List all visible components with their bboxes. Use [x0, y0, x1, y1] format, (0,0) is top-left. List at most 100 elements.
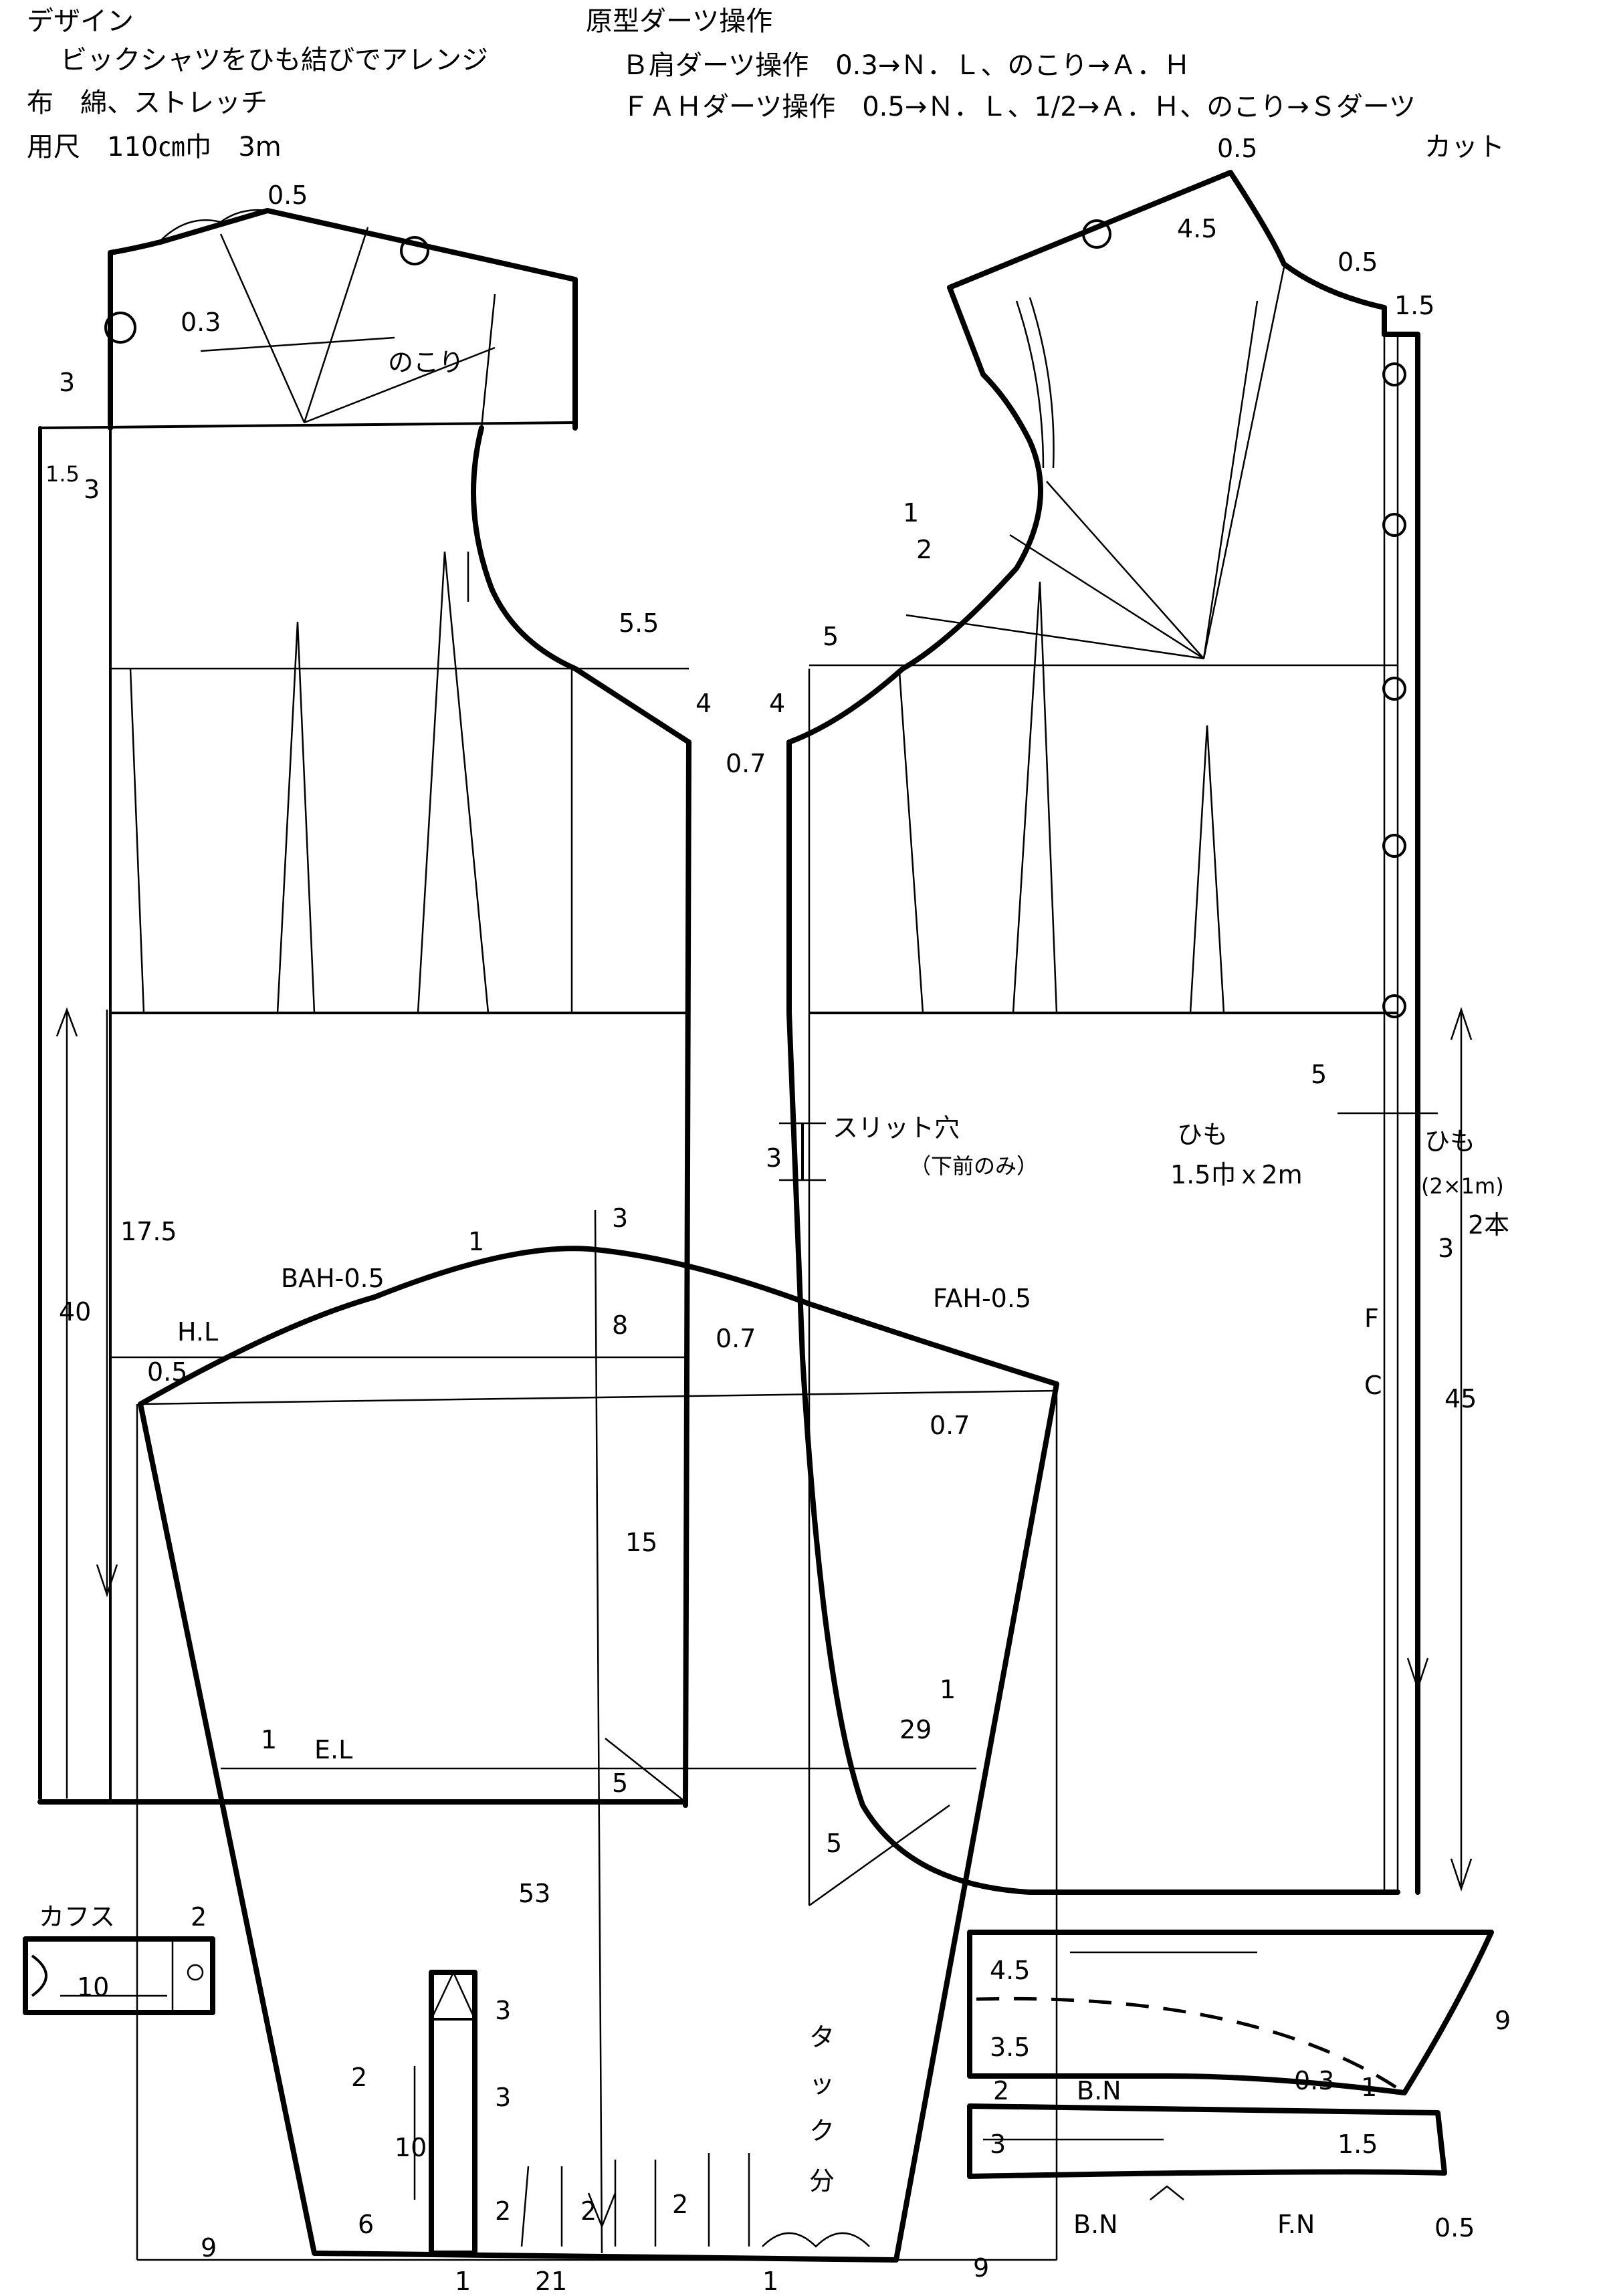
- tie-label-2: ひも: [1424, 1127, 1475, 1156]
- back-yoke-15-label: 1.5: [45, 461, 80, 487]
- front-side-1-label: 1: [940, 1675, 956, 1704]
- back-neck-original: [160, 209, 268, 241]
- back-bodice: [37, 208, 691, 1808]
- fah-07-b-label: 0.7: [930, 1411, 970, 1440]
- hip-offset-label: 0.5: [147, 1357, 187, 1387]
- collar-outline: [967, 1930, 1494, 2095]
- back-yoke-armhole-guide: [480, 294, 496, 429]
- front-yoke-seam-inner-2: [1029, 297, 1055, 469]
- front-hem-corner-guide: [809, 1804, 950, 1907]
- elbow-line-label: E.L: [314, 1735, 352, 1764]
- design-description: ビックシャツをひも結びでアレンジ: [60, 45, 488, 76]
- front-half-den: 2: [916, 535, 932, 564]
- bn-mark: [1150, 2185, 1184, 2200]
- back-yoke-seam-line: [39, 421, 576, 429]
- placket-2-label: 2: [351, 2063, 367, 2092]
- measurement-labels: 0.5 0.3 のこり 3 1.5 3 5.5 4 17.5 40 H.L 0.…: [39, 134, 1511, 2296]
- elbow-1-label: 1: [261, 1725, 277, 1754]
- side-gap-label: 0.7: [726, 749, 766, 778]
- sleeve-1-bottom-label: 1: [455, 2267, 471, 2296]
- tuck-2-a-label: 2: [495, 2196, 511, 2226]
- dart-cut-note: カット: [1424, 132, 1505, 162]
- sleeve-6-label: 6: [358, 2210, 374, 2239]
- front-yoke-seam-inner: [1015, 300, 1045, 469]
- bah-label: BAH-0.5: [281, 1264, 385, 1293]
- front-armhole-dart-note: ＦＡＨダーツ操作 0.5→Ｎ．Ｌ、1/2→Ａ．Ｈ、のこり→Ｓダーツ: [622, 92, 1416, 122]
- sleeve-tuck-lines: [520, 2153, 750, 2247]
- back-hem-corner-guide: [605, 1738, 686, 1803]
- collar: [967, 1930, 1494, 2200]
- sleeve-center-arrowhead: [587, 2192, 617, 2229]
- back-shoulder-dart-note: Ｂ肩ダーツ操作 0.3→Ｎ．Ｌ、のこり→Ａ．Ｈ: [622, 50, 1190, 81]
- front-half-num: 1: [903, 498, 919, 528]
- button-5: [1382, 994, 1406, 1018]
- front-45-label: 4.5: [1177, 214, 1217, 243]
- sleeve-center-line: [594, 1210, 603, 2254]
- front-length-arrowhead: [1406, 1657, 1429, 1691]
- tuck-allowance-curve: [762, 2232, 870, 2248]
- collar-stand-bn-label: B.N: [1073, 2210, 1118, 2239]
- dart-manipulation-heading: 原型ダーツ操作: [586, 6, 773, 37]
- slit-label: スリット穴: [833, 1113, 960, 1143]
- button-4: [1382, 834, 1406, 858]
- fabric-info: 布 綿、ストレッチ: [27, 88, 268, 118]
- collar-bn-label: B.N: [1077, 2076, 1121, 2105]
- cuff-label: カフス: [39, 1902, 115, 1932]
- back-armhole-depth-label: 5.5: [619, 608, 659, 638]
- front-side-label: 4: [769, 689, 785, 718]
- sleeve-9-left-label: 9: [201, 2233, 217, 2263]
- collar-2-label: 2: [993, 2076, 1009, 2105]
- front-bust-dart-leg-3: [905, 614, 1204, 660]
- tuck-label-2: ッ: [809, 2069, 835, 2099]
- collar-15-label: 1.5: [1338, 2130, 1378, 2159]
- tie-size: 1.5巾ｘ2m: [1170, 1160, 1303, 1189]
- fc-letter-c: C: [1364, 1371, 1382, 1400]
- tuck-label-3: ク: [809, 2116, 835, 2146]
- button-2: [1382, 513, 1406, 537]
- yardage-info: 用尺 110㎝巾 3m: [27, 132, 282, 162]
- back-total-arrowhead: [56, 1007, 78, 1037]
- cap-height-label: 3: [612, 1203, 628, 1233]
- tie-label: ひも: [1177, 1120, 1228, 1149]
- placket-3-a-label: 3: [495, 1996, 511, 2025]
- sleeve-1-mid-label: 1: [762, 2267, 778, 2296]
- collar-fold-line: [976, 1996, 1406, 2095]
- sleeve: [136, 1210, 1059, 2263]
- bah-1-label: 1: [468, 1227, 484, 1256]
- collar-35-label: 3.5: [990, 2033, 1030, 2062]
- back-yoke-shift-arrow: [200, 336, 395, 352]
- front-side-seam-and-hem: [786, 739, 1400, 1895]
- front-fc-3-label: 3: [1438, 1234, 1454, 1263]
- front-shoulder-dart-leg: [1202, 267, 1285, 659]
- sleeve-length-label: 53: [518, 1879, 550, 1908]
- back-length-arrowhead: [96, 1564, 118, 1597]
- front-15-label: 1.5: [1394, 291, 1434, 320]
- slit-3-label: 3: [766, 1143, 782, 1173]
- cuff-2-label: 2: [191, 1902, 207, 1932]
- fc-letter-f: F: [1364, 1304, 1379, 1333]
- front-5-label: 5: [823, 622, 839, 651]
- cuff-outline: [23, 1936, 215, 2015]
- hip-line-label: H.L: [177, 1317, 218, 1347]
- button-3: [1382, 677, 1406, 701]
- tuck-label-1: タ: [809, 2023, 835, 2052]
- back-armhole-side-seam: [471, 425, 691, 1808]
- fah-label: FAH-0.5: [933, 1284, 1031, 1313]
- front-45-length-label: 45: [1444, 1384, 1477, 1413]
- back-waist-dart-1: [129, 621, 316, 1014]
- front-29-label: 29: [899, 1715, 932, 1744]
- design-heading: デザイン: [27, 6, 134, 37]
- front-armhole-curve: [786, 285, 1043, 745]
- sleeve-placket: [429, 1970, 477, 2256]
- collar-fn-label: F.N: [1277, 2210, 1315, 2239]
- collar-3-label: 3: [990, 2130, 1006, 2159]
- front-total-arrowheads: [1450, 1007, 1473, 1891]
- back-yoke-dart-leg-1: [219, 233, 306, 423]
- back-dart-shift-label: 0.3: [181, 308, 221, 337]
- placket-10-label: 10: [395, 2133, 427, 2162]
- front-neck-label: 0.5: [1217, 134, 1257, 163]
- back-yoke-3-label: 3: [84, 475, 100, 504]
- cuff-10-label: 10: [77, 1972, 109, 2002]
- front-bust-dart-leg-1: [1046, 481, 1204, 659]
